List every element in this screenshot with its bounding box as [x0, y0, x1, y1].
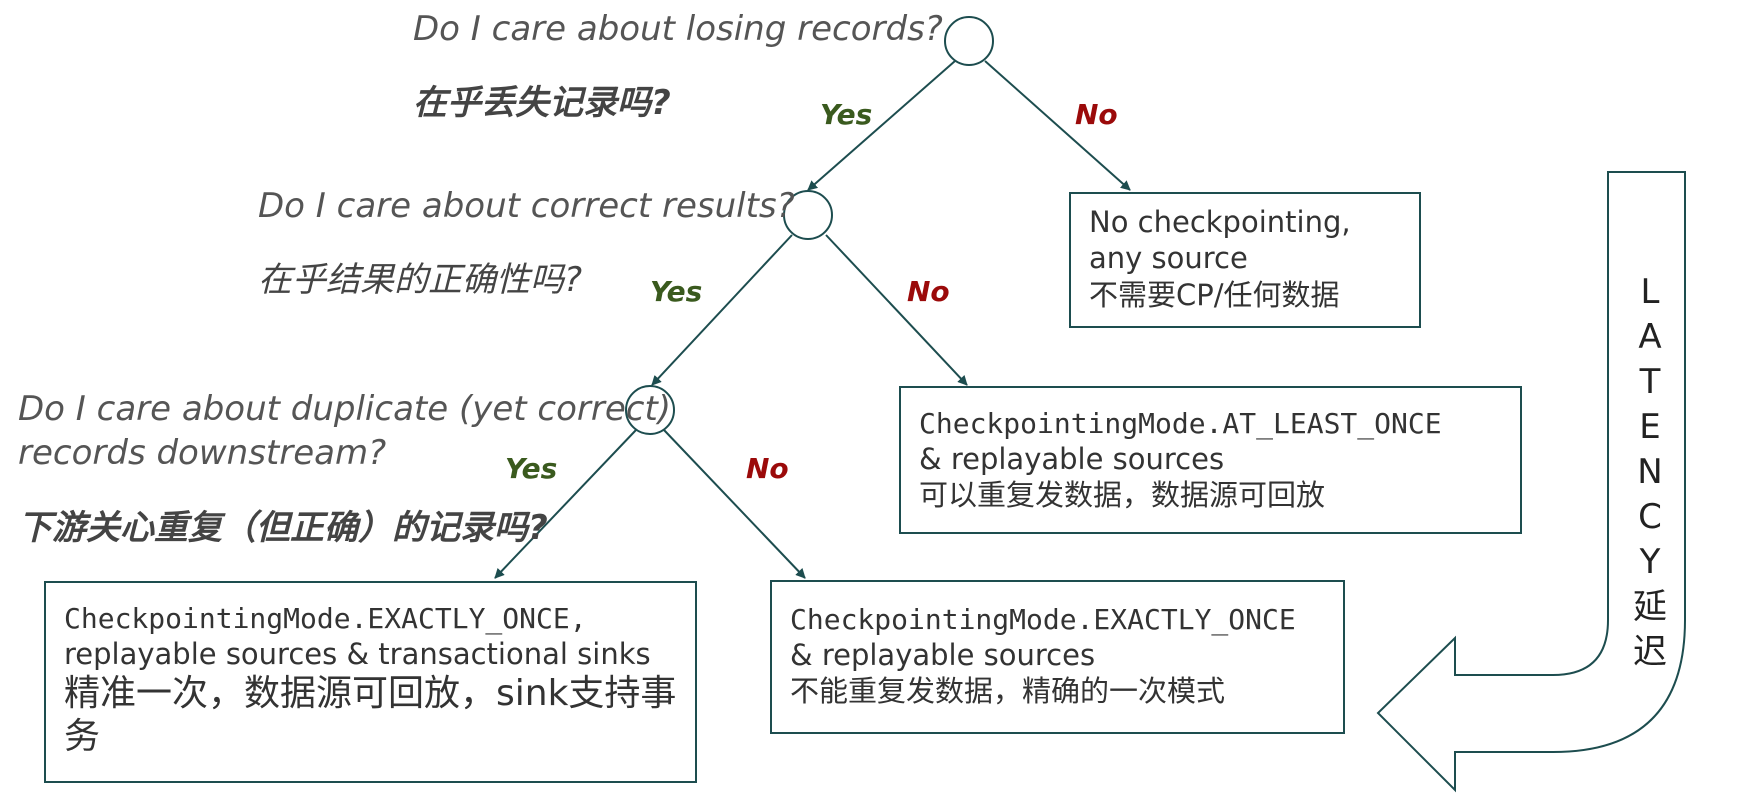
- edge-q2-yes: [651, 234, 793, 386]
- edge-q1-no: [984, 60, 1131, 191]
- latency-char-chi: 迟: [1633, 632, 1667, 672]
- outcome-exactly-once: CheckpointingMode.EXACTLY_ONCE & replaya…: [770, 580, 1345, 734]
- branch-label-no-2: No: [907, 275, 950, 308]
- outcome-no-checkpointing-line2: any source: [1089, 241, 1248, 276]
- outcome-at-least-once: CheckpointingMode.AT_LEAST_ONCE & replay…: [899, 386, 1522, 534]
- branch-label-yes-3: Yes: [505, 452, 558, 485]
- outcome-exactly-once-mode: CheckpointingMode.EXACTLY_ONCE: [790, 603, 1296, 636]
- outcome-no-checkpointing-line1: No checkpointing,: [1089, 205, 1351, 239]
- question-2-en: Do I care about correct results?: [258, 186, 795, 226]
- outcome-at-least-once-mode: CheckpointingMode.AT_LEAST_ONCE: [919, 407, 1442, 440]
- question-3-cn: 下游关心重复（但正确）的记录吗?: [18, 508, 548, 548]
- question-2-cn: 在乎结果的正确性吗?: [258, 260, 583, 300]
- latency-arrow: [1376, 171, 1686, 793]
- edge-q3-yes: [494, 429, 637, 579]
- latency-label: L A T E N C Y 延 迟: [1630, 270, 1670, 675]
- latency-letter-c: C: [1638, 497, 1662, 537]
- outcome-exactly-once-transactional-mode: CheckpointingMode.EXACTLY_ONCE,: [64, 602, 587, 635]
- latency-letter-n: N: [1637, 452, 1663, 492]
- outcome-exactly-once-line2: & replayable sources: [790, 638, 1096, 672]
- question-3-en-line2: records downstream?: [18, 433, 387, 473]
- latency-letter-t: T: [1639, 362, 1661, 402]
- question-1-cn: 在乎丢失记录吗?: [413, 83, 671, 123]
- question-3-en-line1: Do I care about duplicate (yet correct): [18, 389, 672, 429]
- decision-node-1: [944, 16, 994, 66]
- decision-node-2: [783, 190, 833, 240]
- latency-letter-e: E: [1639, 407, 1661, 447]
- latency-letter-a: A: [1638, 317, 1662, 357]
- outcome-no-checkpointing: No checkpointing, any source 不需要CP/任何数据: [1069, 192, 1421, 328]
- branch-label-yes-2: Yes: [650, 275, 703, 308]
- edge-q3-no: [663, 429, 806, 579]
- outcome-exactly-once-transactional-line3: 精准一次，数据源可回放，sink支持事务: [64, 673, 677, 758]
- latency-letter-y: Y: [1639, 542, 1661, 582]
- question-1-en: Do I care about losing records?: [413, 9, 943, 49]
- outcome-no-checkpointing-line3: 不需要CP/任何数据: [1089, 277, 1340, 312]
- outcome-exactly-once-line3: 不能重复发数据，精确的一次模式: [790, 674, 1226, 709]
- outcome-at-least-once-line2: & replayable sources: [919, 442, 1225, 476]
- decision-node-3: [625, 385, 675, 435]
- edge-q1-yes: [807, 60, 956, 191]
- branch-label-yes-1: Yes: [820, 98, 873, 131]
- latency-char-yan: 延: [1633, 587, 1667, 627]
- latency-letter-l: L: [1640, 272, 1660, 312]
- outcome-exactly-once-transactional-line2: replayable sources & transactional sinks: [64, 637, 651, 671]
- branch-label-no-3: No: [746, 452, 789, 485]
- outcome-at-least-once-line3: 可以重复发数据，数据源可回放: [919, 478, 1326, 513]
- outcome-exactly-once-transactional: CheckpointingMode.EXACTLY_ONCE, replayab…: [44, 581, 697, 783]
- edge-q2-no: [825, 234, 968, 386]
- branch-label-no-1: No: [1075, 98, 1118, 131]
